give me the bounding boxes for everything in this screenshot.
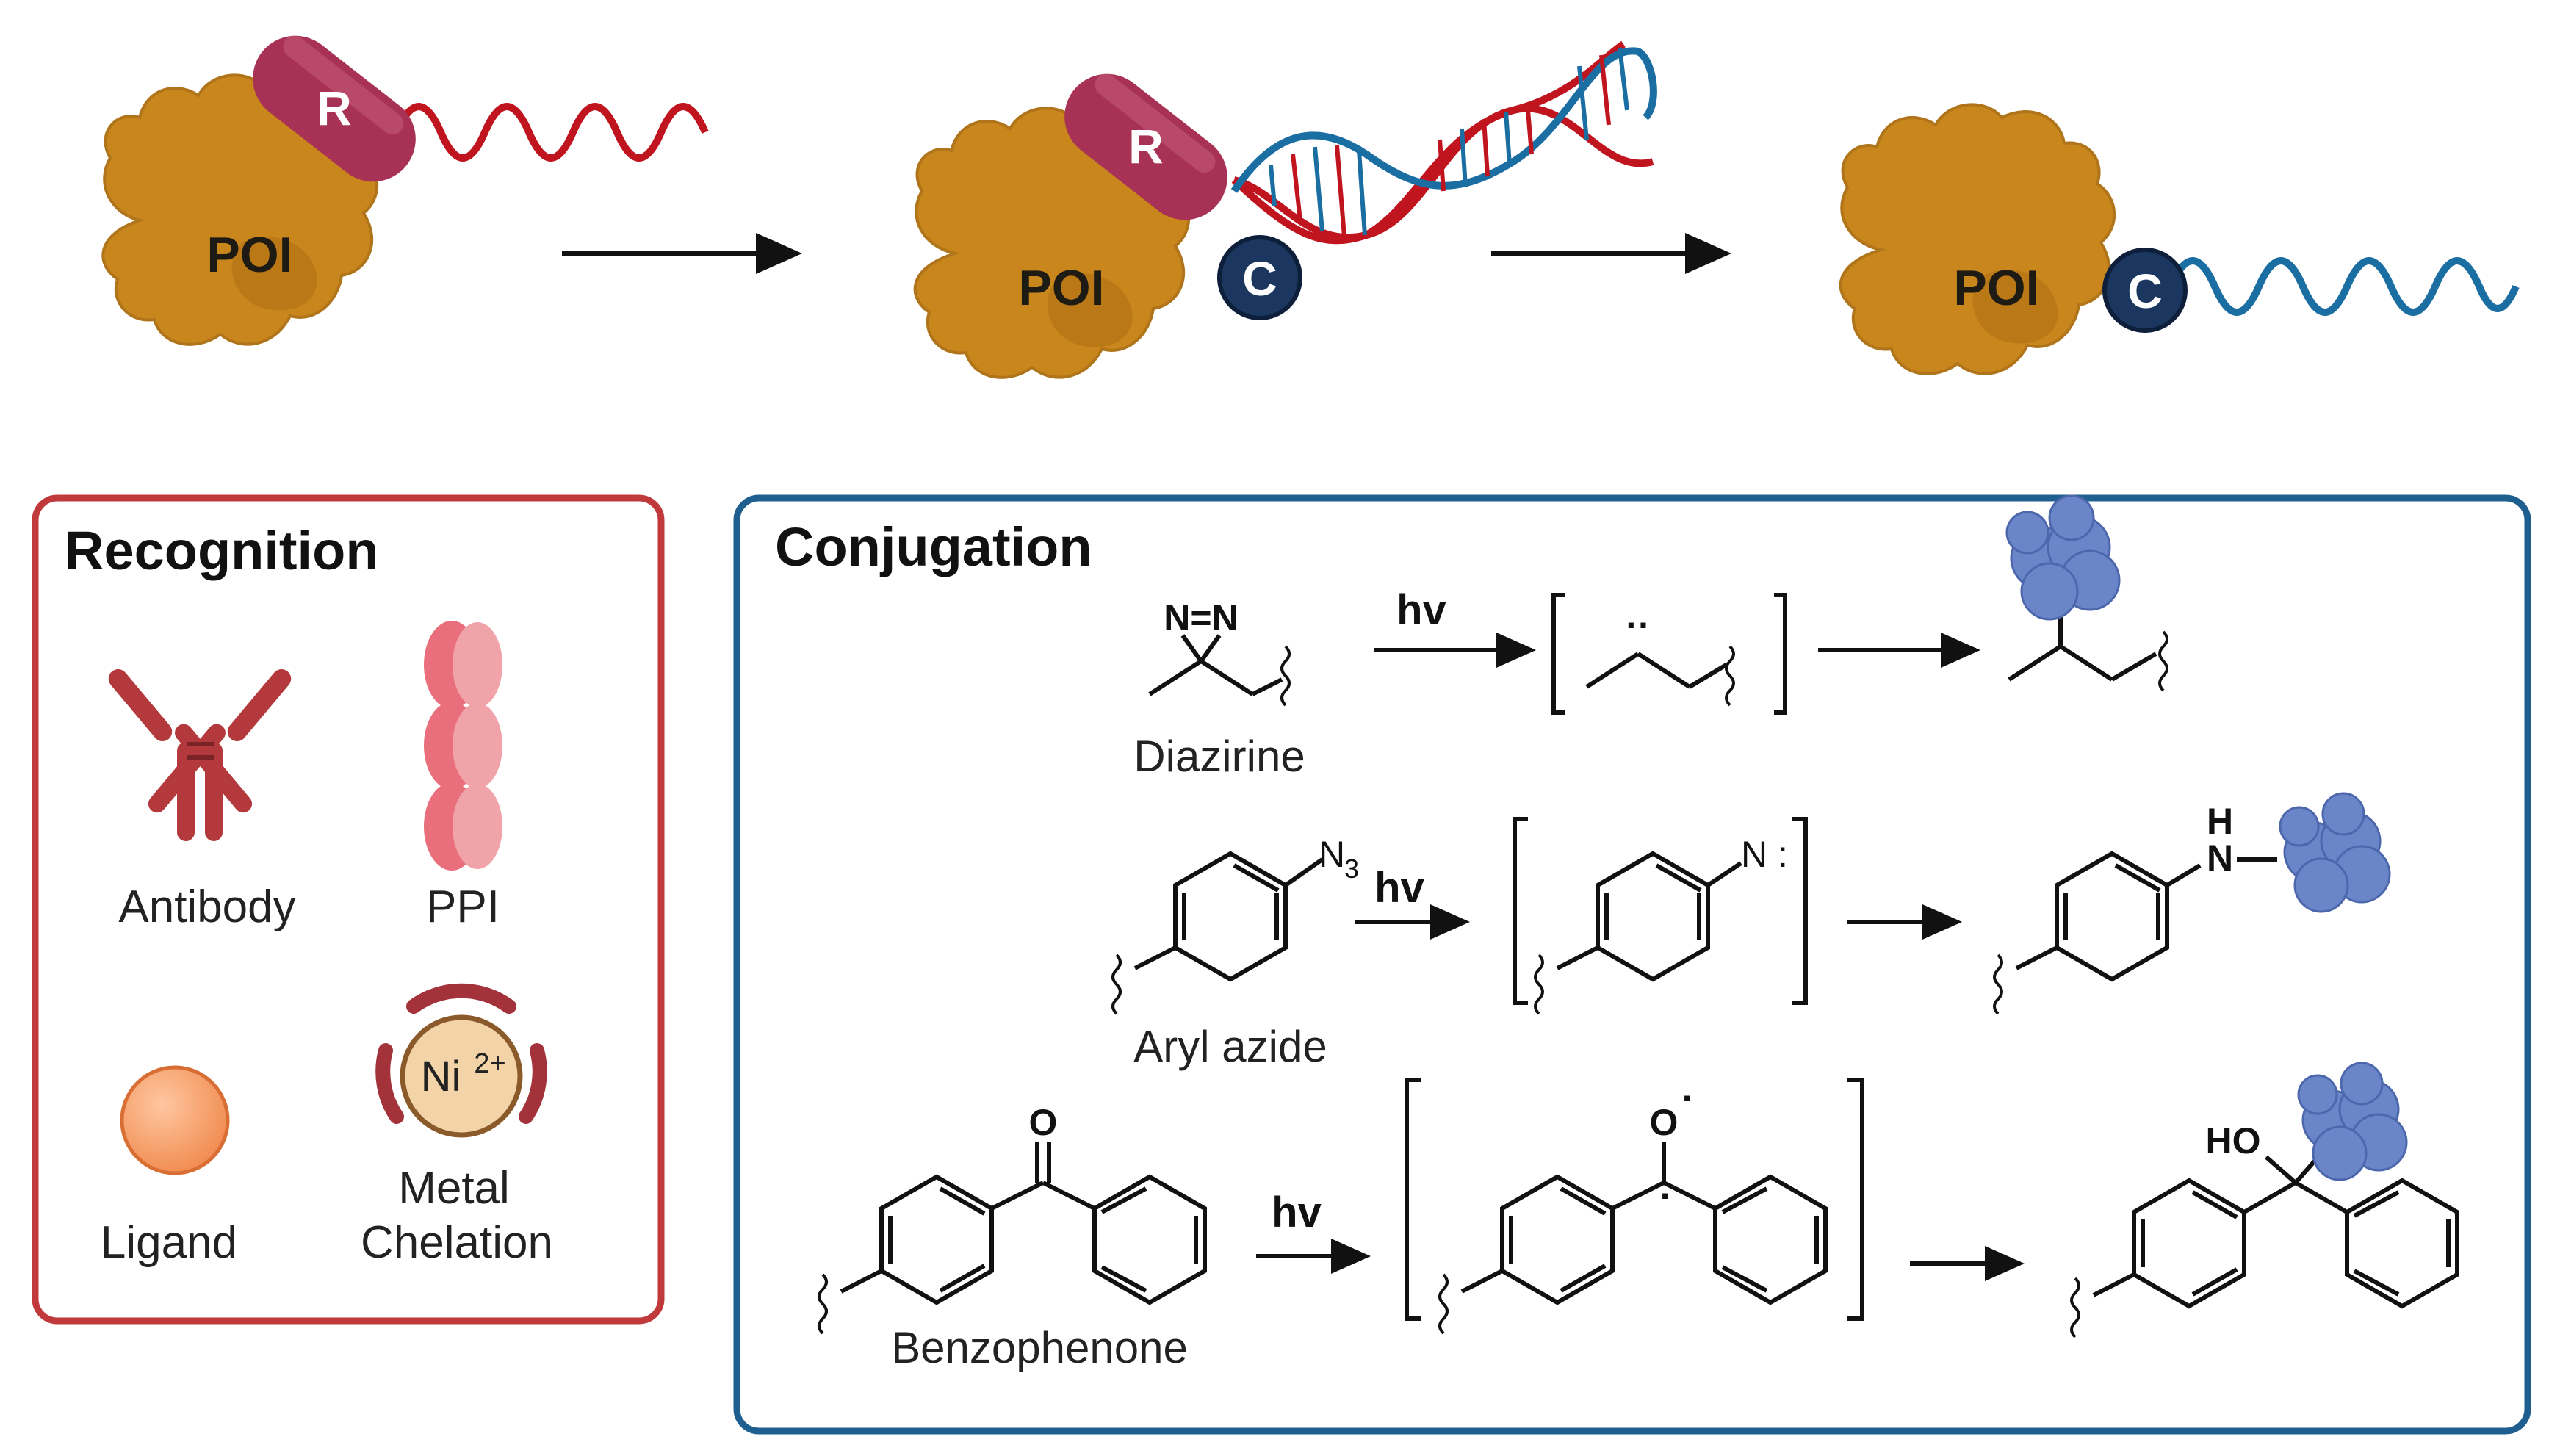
- antibody-icon: [108, 668, 292, 841]
- workflow-stage-3: POI C: [1839, 103, 2520, 375]
- hv-label-1: hv: [1396, 586, 1446, 634]
- strand-blue: [2167, 257, 2520, 316]
- poi-label: POI: [1953, 260, 2039, 316]
- recognition-panel: Recognition Antibody PPI Ligand: [32, 494, 665, 1325]
- amine-h: H: [2207, 801, 2233, 842]
- conjugation-tag-label: C: [1242, 251, 1277, 306]
- recognition-tag-label: R: [317, 81, 352, 135]
- workflow-stage-1: POI R: [101, 35, 709, 346]
- aryl-azide-name: Aryl azide: [1133, 1022, 1327, 1071]
- ligand-icon: [120, 1065, 230, 1175]
- recognition-panel-border: [32, 494, 665, 1325]
- ketyl-radical-dot-o: ·: [1682, 1078, 1695, 1119]
- azide-symbol: N: [1319, 834, 1345, 875]
- dna-double-helix: [1230, 40, 1657, 245]
- protein-blob: [1839, 103, 2116, 375]
- diazirine-name: Diazirine: [1133, 732, 1305, 781]
- carbene-dots: ··: [1626, 605, 1650, 646]
- diazirine-group-label: N=N: [1164, 597, 1238, 638]
- ion-symbol: Ni: [421, 1053, 461, 1100]
- target-protein-icon: [2005, 494, 2121, 621]
- nitrene-label: N :: [1741, 834, 1788, 875]
- recognition-title: Recognition: [65, 520, 379, 581]
- antibody-label: Antibody: [118, 882, 295, 932]
- conjugation-tag-label: C: [2127, 264, 2163, 318]
- ketyl-oxygen: O: [1650, 1102, 1679, 1143]
- conjugation-title: Conjugation: [775, 516, 1092, 577]
- aryl-azide-row: [1111, 817, 2277, 1015]
- conjugation-tag: C: [1217, 235, 1302, 320]
- hydroxyl-label: HO: [2206, 1120, 2261, 1161]
- hv-label-3: hv: [1272, 1189, 1322, 1236]
- conjugation-panel: Conjugation N=N ·· hv Diazirine: [733, 494, 2531, 1435]
- metal-chelation-icon: Ni 2+: [375, 983, 547, 1138]
- ppi-icon: [424, 621, 502, 871]
- benzophenone-row: [818, 1078, 2459, 1338]
- amine-n: N: [2207, 837, 2233, 879]
- ketone-oxygen: O: [1029, 1102, 1058, 1143]
- poi-label: POI: [206, 227, 292, 283]
- conjugation-tag: C: [2102, 248, 2188, 333]
- ion-charge: 2+: [474, 1048, 505, 1079]
- target-protein-icon: [2297, 1062, 2408, 1181]
- azide-subscript: 3: [1344, 854, 1359, 884]
- diazirine-row: [1148, 593, 2168, 715]
- metal-label-line1: Metal: [398, 1163, 510, 1214]
- target-protein-icon: [2279, 792, 2391, 913]
- hv-label-2: hv: [1374, 864, 1424, 912]
- poi-label: POI: [1018, 260, 1104, 316]
- strand-red: [393, 103, 709, 162]
- recognition-tag-label: R: [1128, 119, 1164, 173]
- recognition-tag: R: [1064, 73, 1227, 220]
- workflow-stage-2: POI R: [913, 40, 1657, 379]
- ketyl-radical-dot-c: ·: [1660, 1175, 1673, 1217]
- benzophenone-name: Benzophenone: [891, 1323, 1188, 1372]
- metal-label-line2: Chelation: [361, 1217, 553, 1268]
- conjugation-panel-border: [733, 494, 2531, 1435]
- recognition-tag: R: [253, 35, 416, 182]
- ppi-label: PPI: [426, 882, 500, 932]
- ligand-label: Ligand: [101, 1217, 237, 1268]
